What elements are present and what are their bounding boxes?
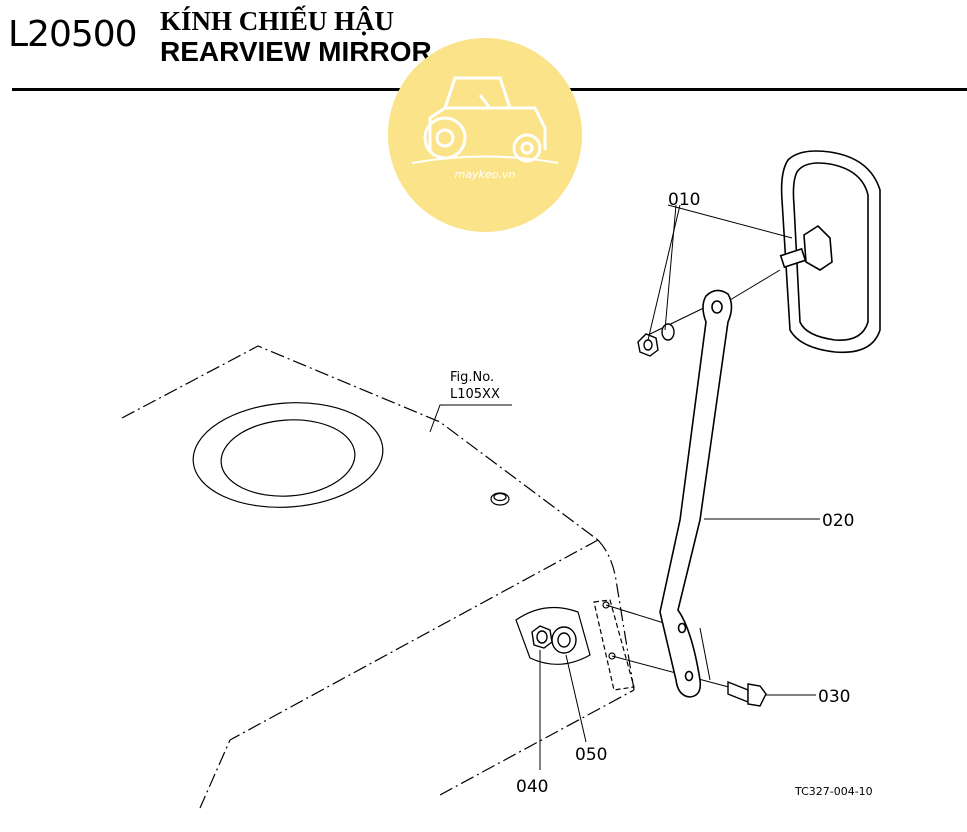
drawing-code: TC327-004-10: [794, 785, 873, 798]
part-030-bolt: [727, 680, 767, 707]
part-010-mirror: [779, 150, 881, 354]
watermark-text: maykeo.vn: [455, 168, 516, 181]
title-vietnamese: KÍNH CHIẾU HẬU: [160, 6, 395, 36]
ref-fig-line2: L105XX: [450, 387, 500, 402]
watermark-circle: [388, 38, 582, 232]
mirror-fasteners: [637, 323, 675, 357]
label-040: 040: [516, 777, 548, 797]
fender-outline: [121, 345, 635, 809]
ref-fig-line1: Fig.No.: [450, 370, 494, 385]
watermark-logo: maykeo.vn: [388, 38, 582, 232]
label-050: 050: [575, 745, 607, 765]
leader-lines: [429, 204, 820, 770]
label-020: 020: [822, 511, 854, 531]
part-020-stay: [659, 289, 733, 698]
label-030: 030: [818, 687, 850, 707]
title-english: REARVIEW MIRROR: [160, 36, 432, 67]
section-code: L20500: [8, 14, 138, 55]
mounting-plate: [515, 599, 635, 691]
fender-fasteners: [531, 625, 577, 654]
label-010: 010: [668, 190, 700, 210]
